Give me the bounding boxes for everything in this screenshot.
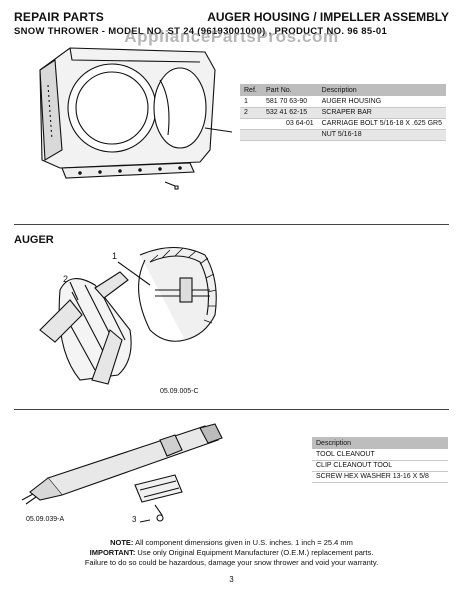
section-divider bbox=[14, 224, 449, 225]
table-row: 1 581 70 63-90 AUGER HOUSING bbox=[240, 96, 446, 108]
note-text: All component dimensions given in U.S. i… bbox=[135, 538, 353, 547]
page-title: AUGER HOUSING / IMPELLER ASSEMBLY bbox=[207, 10, 449, 24]
cell-description: TOOL CLEANOUT bbox=[312, 449, 448, 461]
cleanout-figure-caption: 05.09.039-A bbox=[26, 516, 65, 523]
section-divider bbox=[14, 409, 449, 410]
callout-1: 1 bbox=[112, 251, 118, 261]
cell-ref bbox=[240, 118, 262, 130]
note-line-2: IMPORTANT: Use only Original Equipment M… bbox=[0, 548, 463, 558]
cell-ref: 1 bbox=[240, 96, 262, 108]
table-row: 2 532 41 62-15 SCRAPER BAR bbox=[240, 107, 446, 119]
cell-part-no: 03 64-01 bbox=[261, 118, 318, 130]
cell-description: SCRAPER BAR bbox=[317, 107, 446, 119]
cell-part-no: 581 70 63-90 bbox=[261, 96, 318, 108]
cell-description: AUGER HOUSING bbox=[317, 96, 446, 108]
table-row: CLIP CLEANOUT TOOL bbox=[312, 460, 448, 472]
cell-description: CLIP CLEANOUT TOOL bbox=[312, 460, 448, 472]
table-row: SCREW HEX WASHER 13-16 X 5/8 bbox=[312, 471, 448, 483]
important-text: Use only Original Equipment Manufacturer… bbox=[137, 548, 374, 557]
cell-ref: 2 bbox=[240, 107, 262, 119]
auger-housing-parts-table: Ref. Part No. Description 1 581 70 63-90… bbox=[240, 84, 446, 141]
col-description: Description bbox=[312, 437, 448, 449]
cell-description: SCREW HEX WASHER 13-16 X 5/8 bbox=[312, 471, 448, 483]
table-row: 03 64-01 CARRIAGE BOLT 5/16-18 X .625 GR… bbox=[240, 118, 446, 130]
col-ref: Ref. bbox=[240, 84, 262, 96]
section-title-repair-parts: REPAIR PARTS bbox=[14, 10, 104, 24]
auger-section-title: AUGER bbox=[14, 234, 54, 246]
note-label: NOTE: bbox=[110, 538, 134, 547]
important-label: IMPORTANT: bbox=[89, 548, 136, 557]
model-subtitle: SNOW THROWER - MODEL NO. ST 24 (96193001… bbox=[14, 26, 388, 37]
cell-part-no bbox=[261, 129, 318, 141]
note-line-3: Failure to do so could be hazardous, dam… bbox=[84, 558, 379, 567]
table-row: TOOL CLEANOUT bbox=[312, 449, 448, 461]
table-row: NUT 5/16-18 bbox=[240, 129, 446, 141]
note-line-1: NOTE: All component dimensions given in … bbox=[0, 538, 463, 548]
cell-description: CARRIAGE BOLT 5/16-18 X .625 GR5 bbox=[317, 118, 446, 130]
watermark: AppliancePartsPros.com bbox=[124, 27, 339, 46]
footer-notes: NOTE: All component dimensions given in … bbox=[0, 538, 463, 568]
cell-description: NUT 5/16-18 bbox=[317, 129, 446, 141]
col-description: Description bbox=[317, 84, 446, 96]
cell-ref bbox=[240, 129, 262, 141]
col-part-no: Part No. bbox=[261, 84, 318, 96]
callout-3: 3 bbox=[132, 515, 137, 524]
cell-part-no: 532 41 62-15 bbox=[261, 107, 318, 119]
cleanout-tool-parts-table: Description TOOL CLEANOUT CLIP CLEANOUT … bbox=[312, 437, 448, 483]
callout-2: 2 bbox=[63, 274, 69, 284]
auger-figure-caption: 05.09.005-C bbox=[160, 388, 199, 395]
page-number: 3 bbox=[229, 575, 234, 584]
